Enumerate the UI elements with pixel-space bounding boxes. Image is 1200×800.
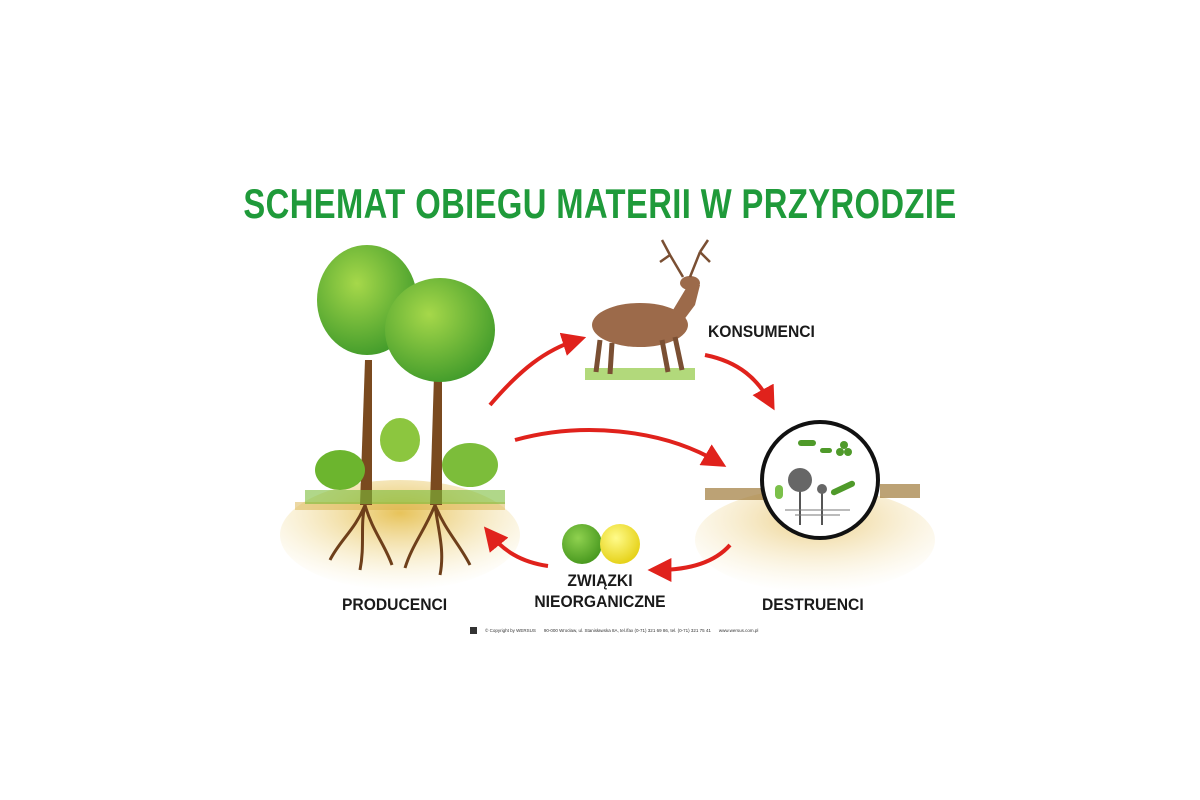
arrow-consumers-to-decomposers	[704, 353, 775, 411]
inorganic-label-line1: ZWIĄZKI	[567, 571, 633, 590]
footer-address: 90-000 Wrocław, ul. Stanisławska 8A, tel…	[543, 628, 711, 633]
arrow-producers-to-decomposers	[514, 428, 727, 467]
footer-website: www.wersus.com.pl	[718, 628, 759, 633]
publisher-logo-icon	[470, 627, 477, 634]
decomposers-label: DESTRUENCI	[762, 595, 864, 614]
arrow-inorganic-to-producers	[483, 526, 549, 568]
cycle-arrows	[483, 332, 775, 582]
arrow-producers-to-consumers	[488, 332, 587, 407]
producers-trees	[305, 245, 505, 576]
inorganic-compounds-balls	[562, 524, 640, 564]
consumers-label: KONSUMENCI	[708, 322, 815, 341]
inorganic-label-line2: NIEORGANICZNE	[534, 592, 666, 611]
decomposers-microscope-view	[760, 420, 880, 540]
producers-label: PRODUCENCI	[342, 595, 448, 614]
diagram-title: SCHEMAT OBIEGU MATERII W PRZYRODZIE	[243, 180, 957, 227]
footer-copyright: © Copyright by WERSUS	[485, 628, 536, 633]
publisher-footer: © Copyright by WERSUS 90-000 Wrocław, ul…	[470, 627, 760, 634]
producers-soil	[280, 480, 520, 590]
arrow-decomposers-to-inorganic	[647, 543, 732, 582]
consumers-deer	[585, 239, 711, 380]
